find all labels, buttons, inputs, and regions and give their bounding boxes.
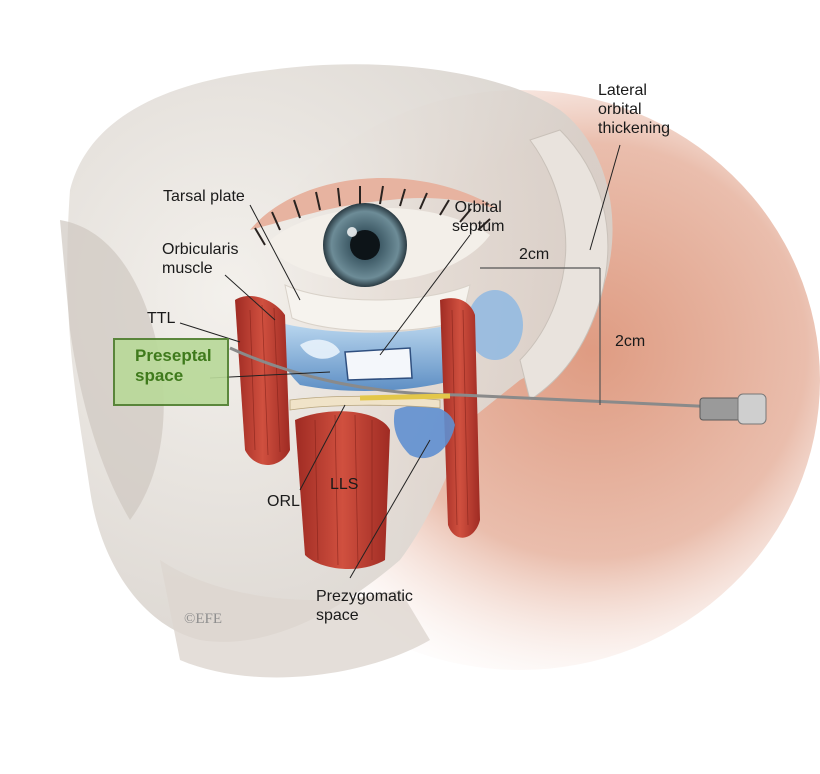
maxilla-bone <box>160 560 430 678</box>
label-preseptal-space: Preseptal space <box>135 346 212 385</box>
orbicularis-muscle-lateral <box>440 298 480 538</box>
label-prezygomatic-space: Prezygomatic space <box>316 588 413 624</box>
orbicularis-muscle-medial <box>235 295 290 465</box>
lateral-orbital-rim <box>519 129 609 401</box>
pupil <box>350 230 380 260</box>
label-ttl: TTL <box>147 310 176 327</box>
eyelashes <box>254 185 491 246</box>
label-horizontal-distance: 2cm <box>519 246 550 263</box>
muscle-striations <box>249 304 469 566</box>
eye-reflection <box>347 227 357 237</box>
lls-muscle <box>295 411 390 570</box>
preseptal-space-highlight-box <box>113 338 229 406</box>
cannula-luer-lock <box>737 393 767 425</box>
prezygomatic-space-region <box>393 405 455 459</box>
orbital-septum-window <box>344 347 413 381</box>
orl-ligament <box>289 395 441 411</box>
label-tarsal-plate: Tarsal plate <box>163 188 245 205</box>
label-orbital-septum: Orbital septum <box>452 199 505 235</box>
lateral-fat-pad <box>467 290 523 360</box>
label-orbicularis-muscle: Orbicularis muscle <box>162 241 239 277</box>
label-vertical-distance: 2cm <box>615 333 646 350</box>
septum-fat-highlight <box>300 339 340 359</box>
label-orl: ORL <box>267 493 300 510</box>
label-lateral-orbital-thickening: Lateral orbital thickening <box>598 82 671 137</box>
cannula-hub <box>699 397 741 421</box>
upper-eyelid <box>250 177 500 230</box>
cannula-yellow-tip <box>359 393 451 401</box>
label-lls: LLS <box>330 476 359 493</box>
copyright-mark: ©EFE <box>184 611 223 627</box>
leader-lines <box>179 144 621 579</box>
nasal-bone <box>60 220 164 520</box>
